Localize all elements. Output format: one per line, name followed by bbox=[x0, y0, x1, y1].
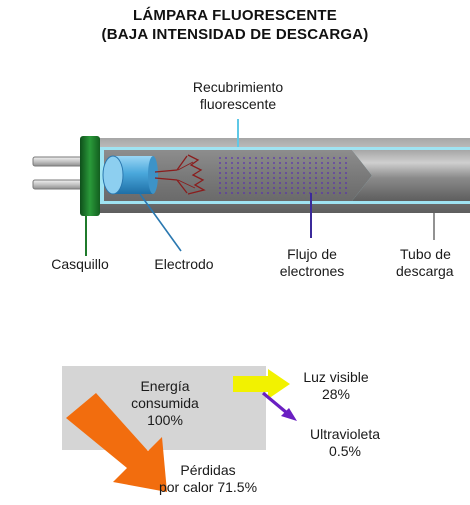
visible-light-line1: Luz visible bbox=[303, 369, 369, 385]
visible-light-label: Luz visible 28% bbox=[286, 369, 386, 403]
consumed-energy-line2: consumida bbox=[131, 395, 199, 411]
visible-light-arrow bbox=[233, 369, 290, 399]
base-label: Casquillo bbox=[30, 256, 130, 273]
uv-arrow-shaft bbox=[261, 391, 289, 415]
consumed-energy-line3: 100% bbox=[147, 412, 183, 428]
uv-arrow-head bbox=[281, 408, 297, 421]
uv-label: Ultravioleta 0.5% bbox=[290, 426, 400, 460]
tube-interior bbox=[104, 150, 372, 201]
heat-loss-line2: por calor 71.5% bbox=[158, 479, 258, 495]
tube-end bbox=[352, 150, 470, 201]
base-label-text: Casquillo bbox=[51, 256, 109, 272]
tube-label-line2: descarga bbox=[396, 263, 454, 279]
coating-label-line1: Recubrimiento bbox=[192, 79, 284, 95]
electrode-label: Electrodo bbox=[136, 256, 232, 273]
heat-loss-label: Pérdidas por calor 71.5% bbox=[130, 462, 286, 496]
electron-flow-label-line2: electrones bbox=[279, 263, 345, 279]
base-cap bbox=[80, 136, 100, 216]
electrode-label-text: Electrodo bbox=[154, 256, 214, 272]
electrode-leader bbox=[139, 193, 182, 252]
uv-line1: Ultravioleta bbox=[309, 426, 381, 442]
heat-arrow bbox=[66, 393, 167, 492]
title-line-1: LÁMPARA FLUORESCENTE bbox=[133, 7, 337, 24]
uv-line2: 0.5% bbox=[329, 443, 361, 459]
electron-flow-label: Flujo de electrones bbox=[262, 246, 362, 280]
consumed-energy-line1: Energía bbox=[140, 378, 190, 394]
electrode-face bbox=[102, 155, 124, 195]
pin-top bbox=[32, 156, 88, 167]
heat-loss-line1: Pérdidas bbox=[180, 462, 236, 478]
coating-label-line2: fluorescente bbox=[199, 96, 277, 112]
tube-label-line1: Tubo de bbox=[400, 246, 451, 262]
filament bbox=[154, 154, 206, 195]
visible-light-line2: 28% bbox=[321, 386, 351, 402]
tube-label: Tubo de descarga bbox=[396, 246, 470, 280]
electron-flow bbox=[219, 157, 347, 194]
pin-bottom bbox=[32, 179, 88, 190]
electron-flow-label-line1: Flujo de bbox=[287, 246, 337, 262]
coating-label: Recubrimiento fluorescente bbox=[165, 79, 311, 113]
consumed-energy-label: Energía consumida 100% bbox=[110, 378, 220, 429]
title-line-2: (BAJA INTENSIDAD DE DESCARGA) bbox=[101, 26, 369, 43]
